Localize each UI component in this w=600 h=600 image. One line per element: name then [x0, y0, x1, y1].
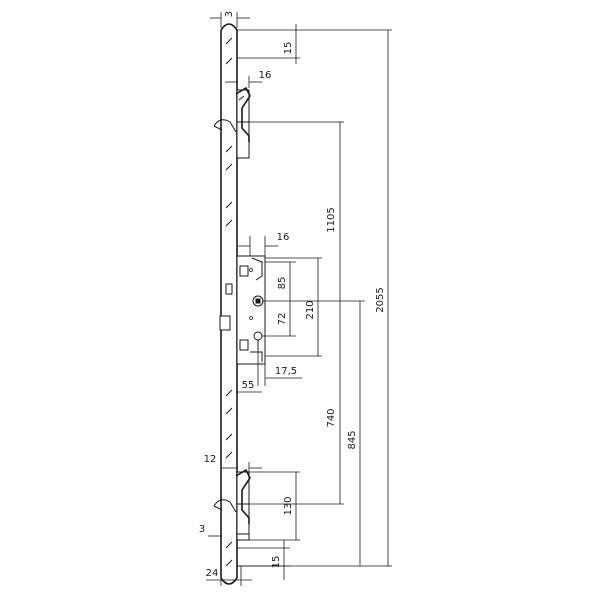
- dim-85: 85: [277, 277, 288, 290]
- dim-16-upper: 16: [259, 70, 272, 81]
- lower-hook-assembly: [213, 468, 251, 541]
- dim-17-5: 17,5: [275, 366, 297, 377]
- dim-2055: 2055: [375, 287, 386, 312]
- dim-3-top: 3: [224, 11, 235, 17]
- dim-1105: 1105: [326, 207, 337, 232]
- dim-3-low: 3: [199, 524, 205, 535]
- dim-15-bottom: 15: [271, 556, 282, 569]
- dim-740: 740: [326, 408, 337, 427]
- dimension-lines: [206, 12, 392, 586]
- dim-845: 845: [347, 430, 358, 449]
- dimension-labels: 3 15 16 1105 2055 16 85 72 210 17,5 55 7…: [199, 11, 386, 579]
- dim-15-top: 15: [283, 42, 294, 55]
- dim-130: 130: [283, 496, 294, 515]
- upper-hook-assembly: [213, 86, 251, 159]
- dim-12: 12: [204, 454, 217, 465]
- dim-16-mid: 16: [277, 232, 290, 243]
- main-lock-case: [219, 255, 266, 365]
- dim-24: 24: [206, 568, 219, 579]
- dim-72: 72: [277, 313, 288, 326]
- dim-55: 55: [242, 380, 255, 391]
- dim-210: 210: [305, 300, 316, 319]
